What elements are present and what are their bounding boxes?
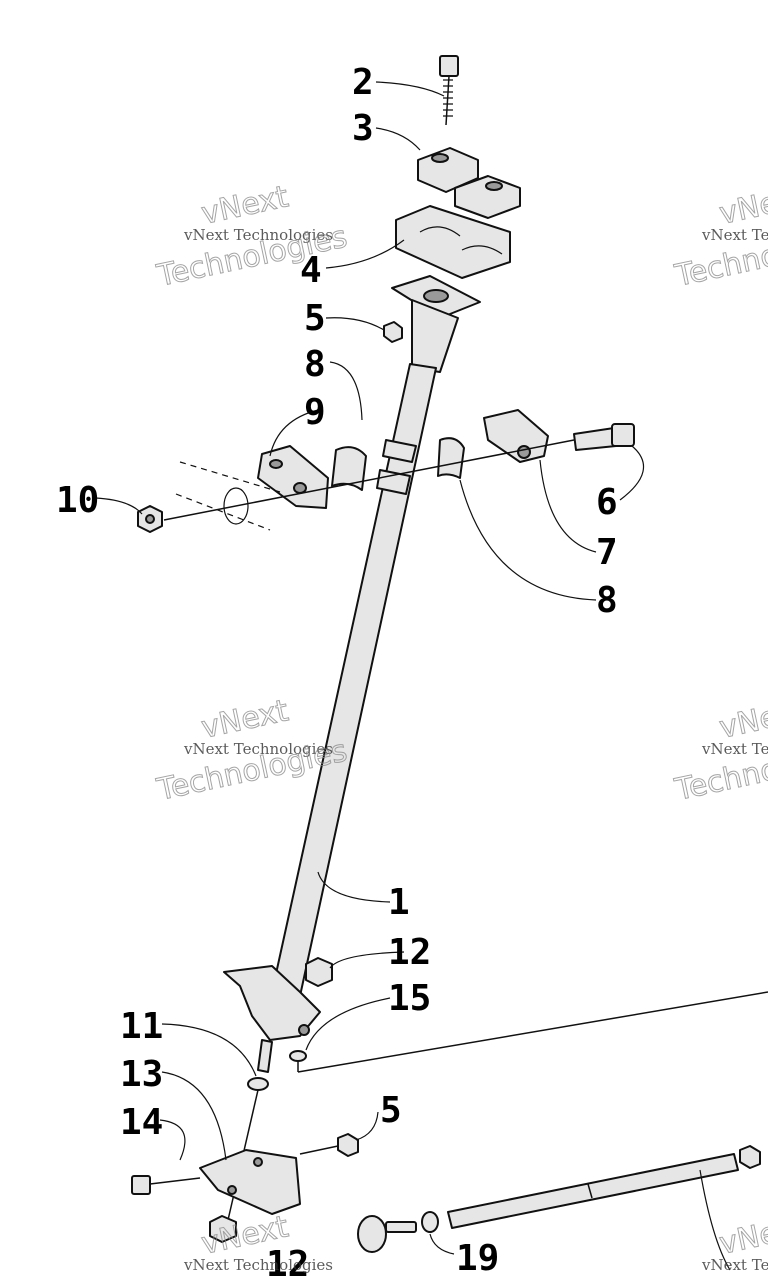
lower-clamp-part-4 [395,205,511,279]
nut-part-10 [137,505,163,533]
watermark-text-4: vNext Technologies [701,740,768,758]
assembly-axis-upper [163,439,575,521]
leader-lines [95,81,731,1271]
callout-11: 11 [120,1006,163,1047]
bolt-part-6 [573,423,635,451]
watermark-text-1: vNext Technologies [183,226,333,244]
callout-5-lower: 5 [380,1090,402,1131]
callout-5-upper: 5 [304,298,326,339]
callout-8-lower: 8 [596,580,618,621]
watermark-text-5: vNext Technologies [183,1256,333,1274]
upper-clamp-part-3 [417,147,521,219]
callout-13: 13 [120,1054,163,1095]
bolt-part-2 [439,55,459,126]
watermark-logo-3: vNext [198,693,291,746]
callout-1: 1 [388,882,410,923]
callout-19: 19 [456,1238,499,1279]
steering-arm-lower [223,965,321,1041]
callout-7: 7 [596,532,618,573]
callout-12-upper: 12 [388,932,431,973]
watermark-logo-2: vNext [716,179,768,232]
callout-10: 10 [56,480,99,521]
watermark-text-3: vNext Technologies [183,740,333,758]
callout-9: 9 [304,392,326,433]
callout-3: 3 [352,108,374,149]
bearing-part-8-left [331,446,367,491]
washer-part-15 [289,1050,307,1062]
callout-6: 6 [596,482,618,523]
handlebar-dashed [175,461,281,531]
watermark-group: vNext Technologies vNext Technologies vN… [153,179,768,1274]
callout-14: 14 [120,1102,163,1143]
frame-outline [297,991,768,1073]
callout-15: 15 [388,978,431,1019]
bolt-part-14 [131,1175,201,1195]
watermark-text-6: vNext Technologies [701,1256,768,1274]
nut-part-12-lower [209,1215,237,1243]
tie-rod [357,1145,761,1253]
bearing-block-part-9 [257,445,329,509]
watermark-text-2: vNext Technologies [701,226,768,244]
bearing-cap-part-7 [483,409,549,463]
steering-shaft-part-1 [271,363,437,997]
nut-part-5-upper [383,321,403,343]
bracket-part-13 [199,1149,301,1215]
bearing-part-8-right [437,437,465,479]
watermark-logo-1: vNext [198,179,291,232]
watermark-logo-6: vNext [716,1209,768,1262]
nut-part-5-lower [299,1133,359,1157]
callout-12-lower: 12 [266,1244,309,1280]
callout-2: 2 [352,62,374,103]
watermark-logo-4: vNext [716,693,768,746]
callout-labels: 2 3 4 5 8 9 10 6 7 8 1 12 15 11 13 14 5 … [56,62,618,1280]
mounting-plate [391,275,481,373]
stud-part-11 [227,1039,273,1221]
callout-4: 4 [300,250,322,291]
callout-8-upper: 8 [304,344,326,385]
nut-part-12-upper [305,957,333,987]
